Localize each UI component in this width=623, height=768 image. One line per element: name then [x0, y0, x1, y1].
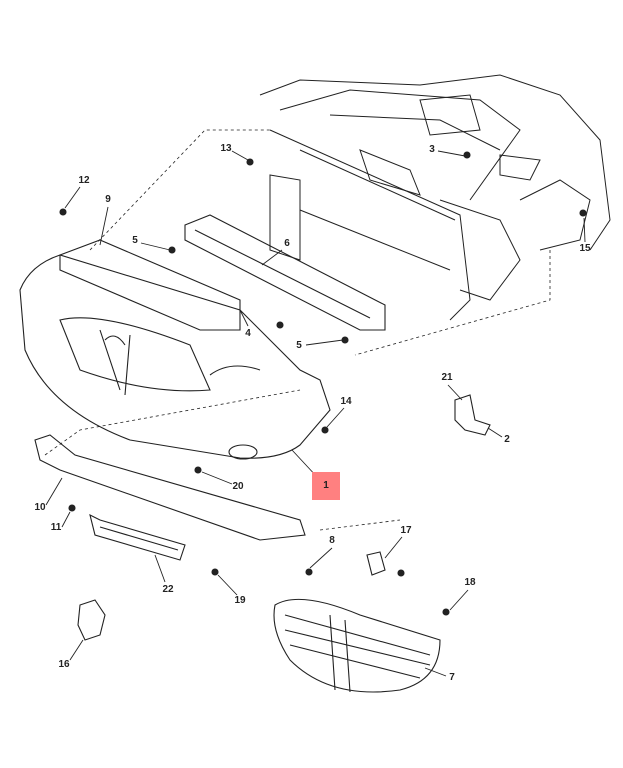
bracket-16 [77, 599, 106, 641]
callout-22[interactable]: 22 [162, 584, 174, 595]
callout-11[interactable]: 11 [50, 522, 62, 533]
bracket-21 [454, 394, 491, 436]
bumper-fascia [19, 254, 331, 460]
callout-21[interactable]: 21 [441, 372, 453, 383]
callout-6[interactable]: 6 [284, 238, 290, 249]
callout-2[interactable]: 2 [504, 434, 510, 445]
callout-7[interactable]: 7 [449, 672, 455, 683]
impact-bar [184, 214, 386, 331]
emblem-17 [366, 551, 386, 576]
callout-3[interactable]: 3 [429, 144, 435, 155]
callout-20[interactable]: 20 [232, 481, 244, 492]
callout-15[interactable]: 15 [579, 243, 591, 254]
callout-5b[interactable]: 5 [296, 340, 302, 351]
callout-18[interactable]: 18 [464, 577, 476, 588]
callout-12[interactable]: 12 [78, 175, 90, 186]
callout-16[interactable]: 16 [58, 659, 70, 670]
callout-14[interactable]: 14 [340, 396, 352, 407]
vehicle-frame [259, 74, 611, 321]
callout-5a[interactable]: 5 [132, 235, 138, 246]
upper-support [59, 239, 241, 331]
callout-13[interactable]: 13 [220, 143, 232, 154]
grille [273, 598, 441, 693]
callout-1[interactable]: 1 [312, 472, 340, 500]
callout-9[interactable]: 9 [105, 194, 111, 205]
callout-17[interactable]: 17 [400, 525, 412, 536]
lower-deflector [34, 434, 306, 541]
callout-10[interactable]: 10 [34, 502, 46, 513]
callout-8[interactable]: 8 [329, 535, 335, 546]
callout-4[interactable]: 4 [245, 328, 251, 339]
lower-grille [89, 513, 186, 561]
callout-19[interactable]: 19 [234, 595, 246, 606]
